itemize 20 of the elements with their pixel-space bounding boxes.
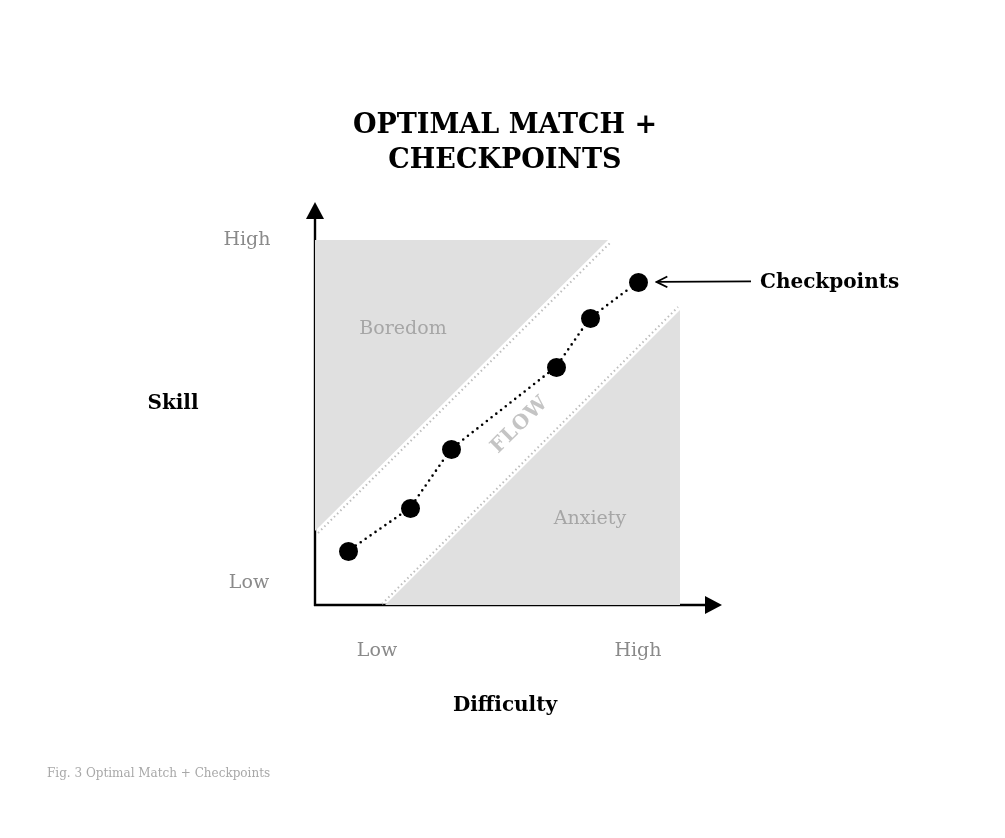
dot-icon	[338, 541, 358, 561]
callout-label: Checkpoints	[760, 269, 900, 293]
tick-label: High	[223, 228, 271, 250]
dot-icon	[546, 357, 566, 377]
region-label: Anxiety	[553, 507, 627, 529]
tick-label: High	[614, 639, 662, 661]
arrow	[655, 275, 752, 289]
dot-icon	[441, 439, 461, 459]
dot-icon	[400, 498, 420, 518]
dot-icon	[580, 308, 600, 328]
axis-title: Difficulty	[452, 692, 558, 716]
chart-title: OPTIMAL MATCH + CHECKPOINTS	[351, 107, 659, 176]
tick-label: Low	[228, 571, 270, 593]
tick-label: Low	[356, 639, 398, 661]
dotted-connector-line	[457, 371, 550, 445]
region-label: Boredom	[359, 317, 447, 339]
figure-caption: Fig. 3 Optimal Match + Checkpoints	[47, 766, 271, 780]
dot-icon	[628, 272, 648, 292]
axis-title: Skill	[147, 390, 199, 414]
dotted-connector-line	[354, 512, 404, 547]
